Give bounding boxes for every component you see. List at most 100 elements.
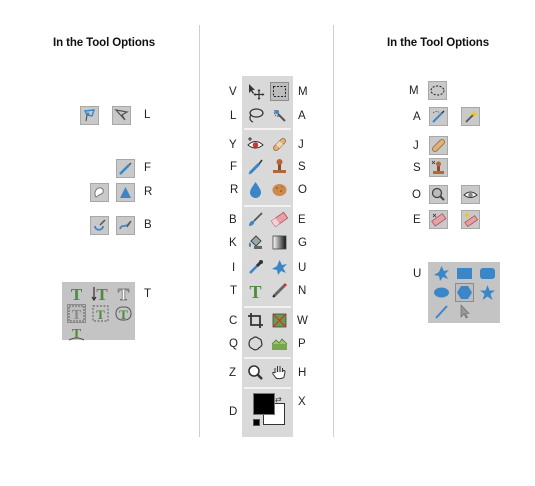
line-shape-option-icon[interactable] bbox=[432, 302, 451, 321]
horizontal-type-mask-option-icon[interactable]: T bbox=[114, 284, 133, 303]
shortcut-letter: J bbox=[298, 139, 304, 151]
polygonal-lasso-option-icon[interactable] bbox=[112, 106, 131, 125]
rectangle-shape-option-icon[interactable] bbox=[455, 264, 474, 283]
move-tool-icon[interactable] bbox=[246, 82, 265, 101]
zoom-tool-icon[interactable] bbox=[246, 363, 265, 382]
magic-eraser-option-icon[interactable] bbox=[461, 210, 480, 229]
shortcut-letter: D bbox=[229, 406, 238, 418]
lasso-group-letter: L bbox=[144, 109, 151, 121]
star-shape-option-icon[interactable] bbox=[478, 283, 497, 302]
brush-tool-icon[interactable] bbox=[246, 210, 265, 229]
sponge-tool-icon[interactable] bbox=[270, 180, 289, 199]
stamp-group-letter: S bbox=[413, 162, 421, 174]
type-on-path-option-icon[interactable]: T bbox=[67, 323, 86, 342]
shortcut-letter: Q bbox=[229, 338, 238, 350]
spot-healing-brush-tool-icon[interactable] bbox=[270, 135, 289, 154]
toolbar-separator bbox=[244, 306, 291, 308]
rectangular-marquee-tool-icon[interactable] bbox=[270, 82, 289, 101]
eraser-tool-icon[interactable] bbox=[270, 210, 289, 229]
zoom-option-icon[interactable] bbox=[429, 185, 448, 204]
swap-colors-icon[interactable]: ⇄ bbox=[275, 395, 282, 404]
ellipse-shape-option-icon[interactable] bbox=[432, 283, 451, 302]
healing-group-letter: J bbox=[413, 140, 419, 152]
magic-wand-option-icon[interactable] bbox=[461, 107, 480, 126]
smudge-tool-option-icon[interactable] bbox=[90, 183, 109, 202]
right-divider bbox=[333, 25, 334, 437]
quick-selection-tool-icon[interactable] bbox=[270, 106, 289, 125]
toolbar-separator bbox=[244, 205, 291, 207]
type-on-shape-option-icon[interactable]: T bbox=[114, 304, 133, 323]
smudge-blur-tool-icon[interactable] bbox=[246, 180, 265, 199]
shapes-group-letter: U bbox=[413, 268, 422, 280]
sharpen-tool-option-icon[interactable] bbox=[116, 159, 135, 178]
pencil-tool-icon[interactable] bbox=[270, 281, 289, 300]
shortcut-letter: G bbox=[298, 237, 307, 249]
shortcut-letter: B bbox=[229, 214, 237, 226]
eraser-group-letter: E bbox=[413, 214, 421, 226]
healing-brush-option-icon[interactable] bbox=[429, 136, 448, 155]
lasso-tool-icon[interactable] bbox=[246, 106, 265, 125]
impressionist-brush-option-icon[interactable] bbox=[90, 216, 109, 235]
pattern-stamp-option-icon[interactable] bbox=[429, 158, 448, 177]
vertical-type-option-icon[interactable]: T bbox=[91, 284, 110, 303]
gradient-tool-icon[interactable] bbox=[270, 233, 289, 252]
custom-shape-tool-icon[interactable] bbox=[270, 258, 289, 277]
foreground-color-swatch[interactable] bbox=[253, 393, 275, 415]
shortcut-letter: Z bbox=[229, 367, 237, 379]
smudge-group-letter: R bbox=[144, 186, 153, 198]
svg-text:T: T bbox=[72, 308, 82, 322]
magnetic-lasso-option-icon[interactable] bbox=[80, 106, 99, 125]
type-tool-icon[interactable]: T bbox=[246, 281, 265, 300]
shortcut-letter: E bbox=[298, 214, 306, 226]
rounded-rectangle-shape-option-icon[interactable] bbox=[478, 264, 497, 283]
shortcut-letter: A bbox=[298, 110, 306, 122]
shortcut-letter: V bbox=[229, 86, 237, 98]
color-replacement-option-icon[interactable] bbox=[116, 216, 135, 235]
straighten-tool-icon[interactable] bbox=[270, 311, 289, 330]
shape-selection-option-icon[interactable] bbox=[455, 302, 474, 321]
tools-panel bbox=[242, 76, 293, 437]
red-eye-removal-tool-icon[interactable] bbox=[246, 135, 265, 154]
recompose-tool-icon[interactable] bbox=[270, 334, 289, 353]
background-eraser-option-icon[interactable] bbox=[429, 210, 448, 229]
wand-group-letter: A bbox=[413, 111, 421, 123]
elliptical-marquee-option-icon[interactable] bbox=[428, 81, 447, 100]
color-swatches[interactable]: ⇄ bbox=[253, 393, 289, 429]
cookie-cutter-tool-icon[interactable] bbox=[246, 334, 265, 353]
red-eye-option-icon[interactable] bbox=[461, 185, 480, 204]
svg-text:T: T bbox=[96, 285, 108, 303]
paragraph-type-option-icon[interactable]: T bbox=[91, 304, 110, 323]
svg-text:T: T bbox=[249, 282, 261, 300]
shortcut-letter: R bbox=[230, 184, 239, 196]
left-divider bbox=[199, 25, 200, 437]
redeye-group-letter: O bbox=[412, 189, 421, 201]
polygon-shape-option-icon[interactable] bbox=[455, 283, 474, 302]
shortcut-letter: H bbox=[298, 367, 307, 379]
custom-shape-option-icon[interactable] bbox=[432, 264, 451, 283]
shortcut-letter: L bbox=[230, 110, 237, 122]
horizontal-type-option-icon[interactable]: T bbox=[67, 284, 86, 303]
shortcut-letter: O bbox=[298, 184, 307, 196]
svg-text:T: T bbox=[119, 307, 128, 322]
toolbar-separator bbox=[244, 387, 291, 389]
shortcut-letter: T bbox=[230, 285, 238, 297]
shortcut-letter: I bbox=[232, 262, 236, 274]
sponge-tool-option-icon[interactable] bbox=[116, 183, 135, 202]
default-colors-icon[interactable] bbox=[253, 419, 260, 426]
selection-brush-option-icon[interactable] bbox=[429, 107, 448, 126]
blur-tool-icon[interactable] bbox=[246, 157, 265, 176]
right-heading: In the Tool Options bbox=[387, 37, 490, 49]
svg-text:T: T bbox=[72, 327, 82, 342]
clone-stamp-tool-icon[interactable] bbox=[270, 157, 289, 176]
marquee-group-letter: M bbox=[409, 85, 419, 97]
hand-tool-icon[interactable] bbox=[270, 363, 289, 382]
svg-text:T: T bbox=[96, 307, 105, 322]
paint-bucket-tool-icon[interactable] bbox=[246, 233, 265, 252]
shortcut-letter: N bbox=[298, 285, 307, 297]
toolbar-separator bbox=[244, 128, 291, 130]
eyedropper-tool-icon[interactable] bbox=[246, 258, 265, 277]
shortcut-letter: P bbox=[298, 338, 306, 350]
shortcut-letter: F bbox=[230, 161, 238, 173]
crop-tool-icon[interactable] bbox=[246, 311, 265, 330]
vertical-type-mask-option-icon[interactable]: T bbox=[67, 304, 86, 323]
